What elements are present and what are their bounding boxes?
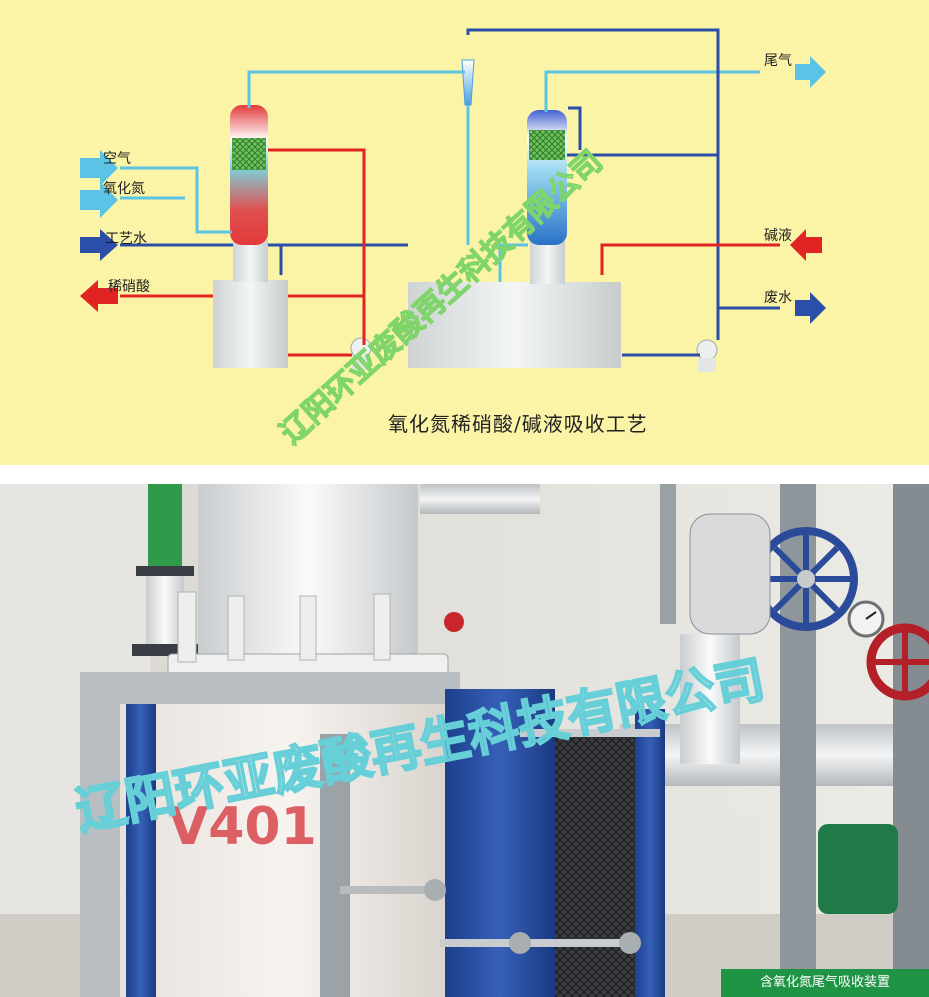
steel-pole-3: [660, 484, 676, 624]
steel-pole-2: [893, 484, 929, 997]
column-1-shell: [230, 105, 268, 245]
vertical-white-pipe: [680, 634, 740, 764]
pump-2-icon: [696, 339, 718, 372]
tie-rod-nut-2: [509, 932, 531, 954]
column-1-packing: [232, 138, 266, 170]
column-rib-3: [299, 595, 317, 661]
label-air: 空气: [103, 151, 131, 167]
equipment-illustration: V401 辽阳环亚废酸再生科技有限公司: [0, 484, 929, 997]
valve-body: [689, 513, 771, 635]
label-process-water: 工艺水: [105, 231, 147, 247]
heat-exchanger-end-plate: [635, 709, 665, 997]
label-alkali: 碱液: [764, 228, 792, 244]
tie-rod-2: [340, 886, 440, 894]
valve-handwheel-red: [866, 623, 929, 701]
tank-v401: [120, 704, 455, 997]
label-nitrogen-oxide: 氧化氮: [103, 181, 145, 197]
diagram-title: 氧化氮稀硝酸/碱液吸收工艺: [388, 412, 648, 436]
label-dilute-nitric-acid: 稀硝酸: [108, 279, 150, 295]
pressure-gauge: [847, 600, 885, 638]
heat-exchanger-frame-left: [126, 704, 156, 997]
arrow-waste-water-out: [795, 292, 826, 324]
column-rib-1: [177, 591, 197, 663]
support-column: [320, 734, 350, 997]
label-waste-water: 废水: [764, 290, 792, 306]
heat-exchanger-plates: [555, 729, 635, 997]
alkali-tank: [408, 282, 621, 368]
arrow-air-in: [80, 150, 118, 186]
tie-rod-nut-1: [424, 879, 446, 901]
tie-rod-nut-3: [619, 932, 641, 954]
arrow-nox-in: [80, 182, 118, 218]
pump-base: [700, 814, 760, 914]
ejector-icon: [461, 59, 475, 106]
top-pipe: [420, 484, 540, 514]
small-valve-red: [444, 612, 464, 632]
tie-rod-3: [440, 939, 640, 947]
absorption-column-1: [213, 105, 288, 368]
valve-handwheel-blue: [754, 527, 858, 631]
horizontal-pipe: [620, 724, 929, 786]
arrow-alkali-in: [790, 229, 822, 261]
arrow-tail-gas-out: [795, 56, 826, 88]
pump-1-icon: [350, 337, 372, 370]
green-pipe: [148, 484, 182, 574]
column-2-neck: [530, 240, 565, 284]
tie-rod-1: [520, 729, 660, 737]
column-1-neck: [233, 240, 268, 282]
column-rib-4: [373, 593, 391, 661]
process-diagram: 空气 氧化氮 工艺水 稀硝酸 尾气 碱液 废水 氧化氮稀硝酸/碱液吸收工艺 辽阳…: [0, 0, 929, 465]
green-pump: [818, 824, 898, 914]
column-2-packing: [529, 130, 565, 160]
tank-marking: V401: [168, 797, 317, 857]
column-rib-2: [227, 595, 245, 661]
column-1-base-tank: [213, 280, 288, 368]
arrow-process-water-in: [80, 229, 118, 261]
photo-caption: 含氧化氮尾气吸收装置: [721, 969, 929, 997]
label-tail-gas: 尾气: [764, 53, 792, 69]
pipelines: [120, 28, 780, 357]
absorption-column-2: [408, 110, 621, 368]
green-pipe-flange: [136, 566, 194, 576]
arrow-dilute-nitric-acid-out: [80, 280, 118, 312]
process-flow-svg: 空气 氧化氮 工艺水 稀硝酸 尾气 碱液 废水 氧化氮稀硝酸/碱液吸收工艺 辽阳…: [80, 28, 826, 452]
equipment-photo: V401 辽阳环亚废酸再生科技有限公司 含氧化氮尾气吸收装置: [0, 484, 929, 997]
